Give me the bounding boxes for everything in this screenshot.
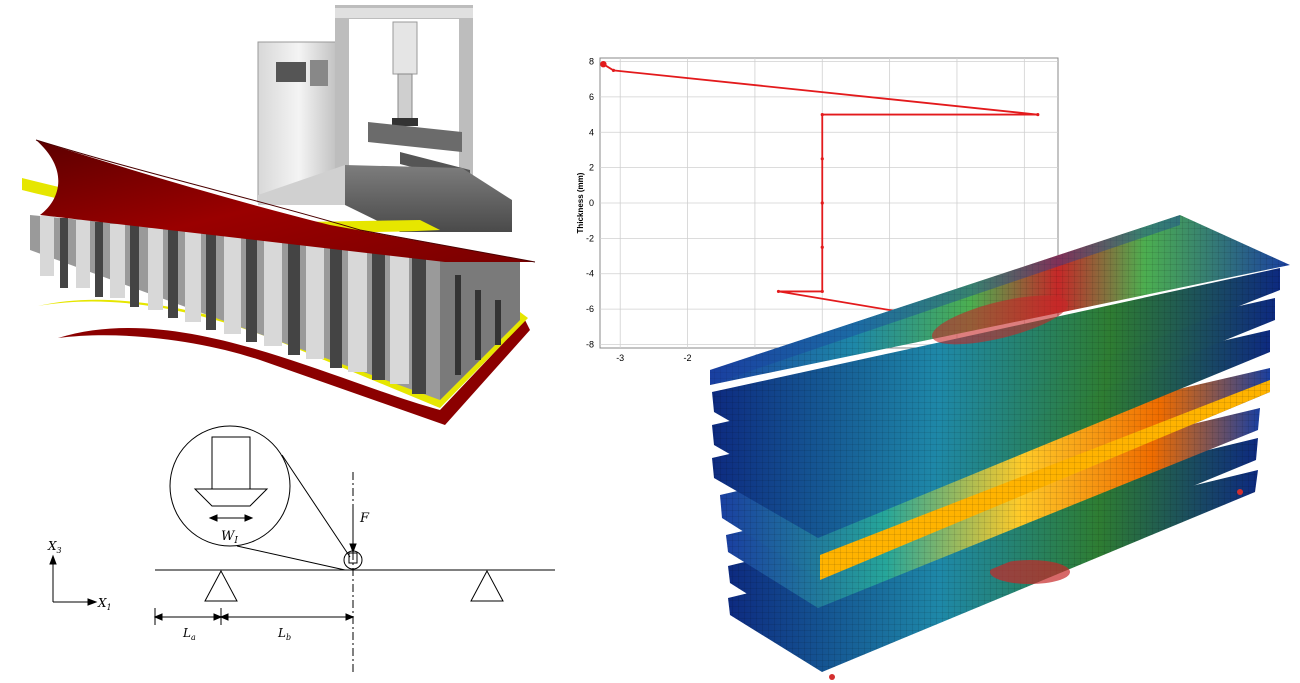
label-span-b: Lb (277, 626, 291, 642)
testing-machine (257, 5, 512, 232)
label-indenter-width: WI (221, 529, 238, 546)
bottom-face-sheet (58, 320, 530, 425)
fixture-beam (368, 122, 462, 152)
control-screen (276, 62, 306, 82)
fe-mesh-stack (710, 215, 1290, 680)
data-point (611, 68, 616, 72)
mesh-layer-top (710, 215, 1290, 385)
y-tick-label: 6 (589, 92, 594, 102)
plot-grid (600, 58, 1058, 348)
bending-schematic (49, 425, 555, 672)
label-span-a: La (182, 626, 196, 642)
y-tick-label: 8 (589, 57, 594, 67)
y-tick-label: -4 (586, 269, 594, 279)
support-right (470, 569, 504, 602)
data-point (820, 112, 824, 117)
data-point (1036, 112, 1040, 117)
data-point (776, 289, 781, 294)
plot-ylabel: Thickness (mm) (576, 172, 585, 233)
label-force: F (359, 511, 370, 526)
data-point (820, 157, 824, 161)
honeycomb-core (30, 215, 520, 400)
actuator (392, 21, 418, 75)
series-line (602, 63, 1038, 319)
y-tick-label: 0 (589, 198, 594, 208)
mesh-node-marker (1237, 489, 1243, 495)
mesh-node-marker-2 (829, 674, 835, 680)
x-tick-label: -3 (616, 353, 624, 363)
mesh-layer-core (720, 368, 1270, 580)
label-axis-x1: X1 (97, 596, 112, 612)
y-tick-label: -6 (586, 304, 594, 314)
top-face-sheet (36, 140, 535, 262)
y-tick-label: 4 (589, 127, 594, 137)
y-tick-label: -8 (586, 339, 594, 349)
indenter-tip (193, 488, 269, 507)
indenter-body (211, 436, 251, 490)
control-panel (310, 60, 328, 86)
sandwich-panel (22, 139, 536, 425)
data-point (820, 289, 824, 294)
data-point (600, 60, 607, 68)
mesh-layer-2 (712, 268, 1280, 472)
y-tick-label: -2 (586, 233, 594, 243)
data-point (820, 201, 824, 205)
machine-base (345, 165, 512, 232)
support-left (204, 569, 238, 602)
y-tick-label: 2 (589, 163, 594, 173)
schematic-labels: F WI X3 X1 La Lb (47, 511, 370, 642)
x-tick-label: -2 (684, 353, 692, 363)
label-axis-x3: X3 (47, 539, 62, 555)
magnifier-circle (169, 425, 291, 547)
data-point (820, 245, 824, 249)
